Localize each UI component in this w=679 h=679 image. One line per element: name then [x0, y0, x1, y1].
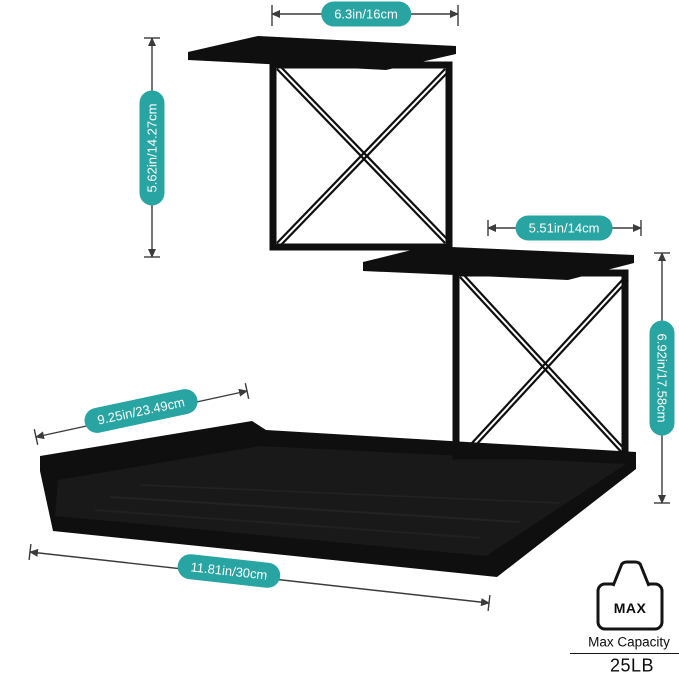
max-capacity-caption: Max Capacity — [588, 634, 670, 650]
top-shelf — [188, 36, 456, 70]
middle-shelf — [363, 246, 634, 280]
dimension-lines — [28, 5, 670, 611]
upper-cross-frame — [269, 61, 453, 251]
lower-cross-frame — [452, 269, 629, 460]
dimension-badge-middle-width: 5.51in/14cm — [515, 215, 613, 241]
max-weight-icon — [596, 560, 664, 631]
shelf-product — [40, 36, 636, 577]
dimension-badge-upper-height: 5.62in/14.27cm — [139, 90, 165, 206]
dimension-badge-lower-height: 6.92in/17.58cm — [649, 320, 675, 436]
base-platform — [40, 421, 636, 577]
max-icon-label: MAX — [613, 600, 647, 616]
max-capacity-value: 25LB — [609, 655, 655, 676]
dimension-badge-top-width: 6.3in/16cm — [321, 1, 411, 27]
capacity-divider — [570, 653, 679, 654]
